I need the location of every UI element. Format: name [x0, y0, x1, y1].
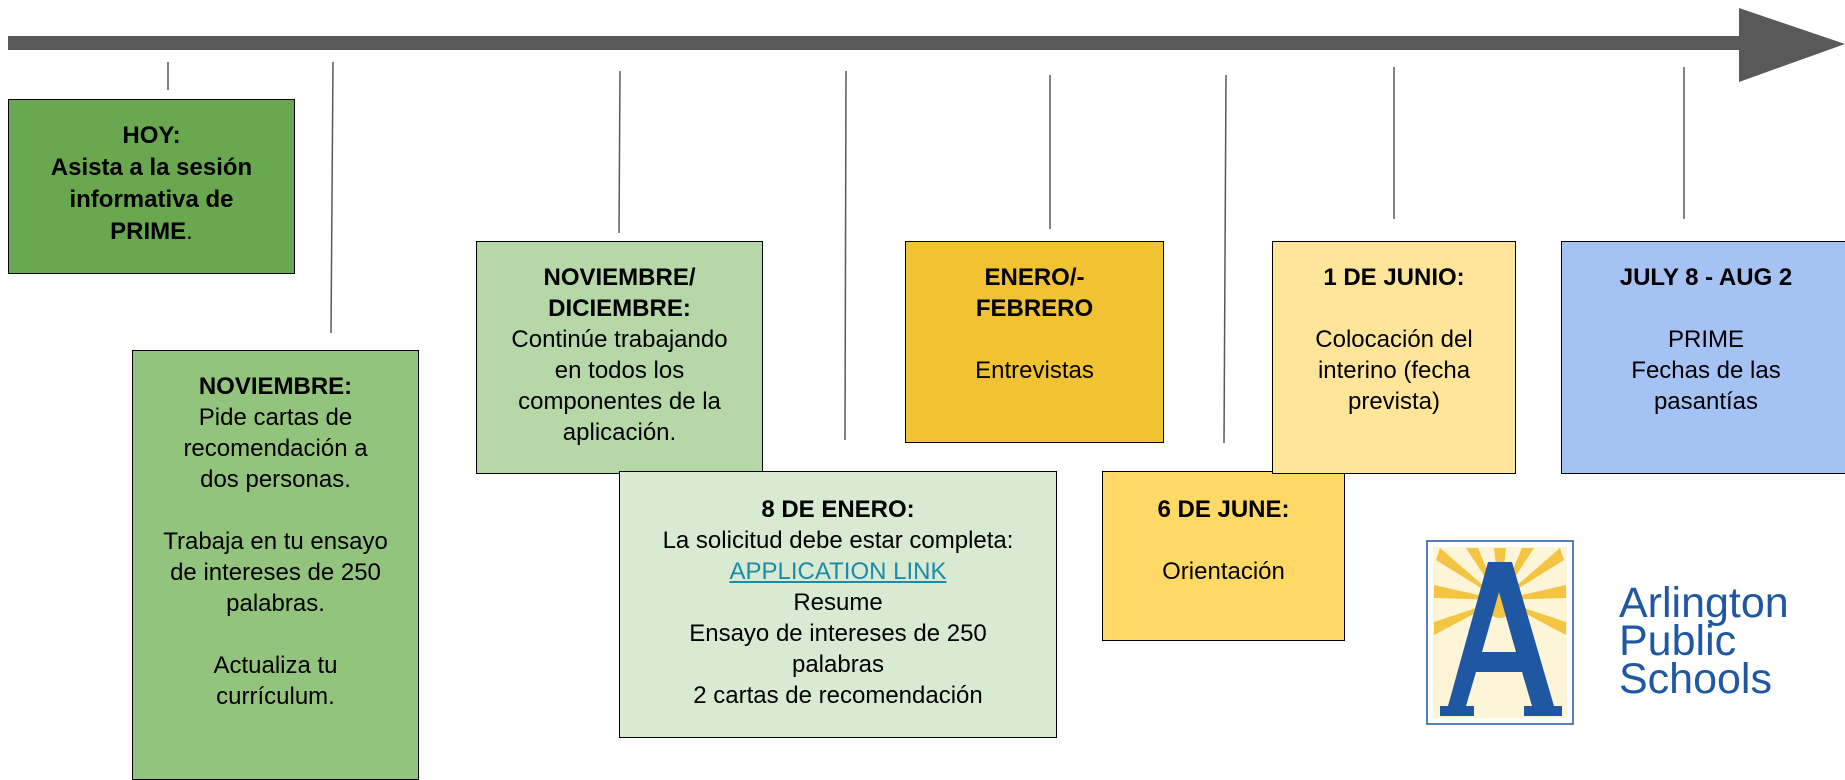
nov-dic-line-4: aplicación.	[562, 419, 677, 446]
timeline-box-june-6: 6 DE JUNE: Orientación	[1102, 471, 1345, 641]
nov-dic-line-3: componentes de la	[518, 388, 721, 415]
nov-dic-title-1: NOVIEMBRE/	[543, 264, 696, 291]
noviembre-line-c2: currículum.	[216, 683, 335, 710]
enero-feb-title-1: ENERO/-	[984, 264, 1085, 291]
noviembre-line-a1: Pide cartas de	[198, 404, 353, 431]
connector-nov-dic	[618, 70, 621, 234]
july-title: JULY 8 - AUG 2	[1619, 264, 1793, 291]
hoy-line-1: Asista a la sesión	[50, 154, 253, 181]
noviembre-line-a2: recomendación a	[183, 435, 368, 462]
hoy-line-3-bold: PRIME	[110, 218, 187, 245]
timeline-box-noviembre: NOVIEMBRE: Pide cartas de recomendación …	[132, 350, 419, 780]
noviembre-line-b1: Trabaja en tu ensayo	[163, 528, 388, 555]
logo-line-2: Public	[1619, 617, 1737, 665]
logo-wordmark: Arlington Public Schools	[1619, 579, 1789, 703]
enero-feb-title-2: FEBRERO	[975, 295, 1094, 322]
timeline-arrow-head	[1739, 8, 1845, 82]
letter-a-sun-emblem-icon	[1426, 540, 1574, 725]
enero-8-line-5: palabras	[791, 651, 885, 678]
junio-1-line-2: interino (fecha	[1317, 357, 1471, 384]
noviembre-line-a3: dos personas.	[200, 466, 351, 493]
enero-8-line-1: La solicitud debe estar completa:	[662, 527, 1014, 554]
application-link[interactable]: APPLICATION LINK	[729, 558, 947, 585]
timeline-box-enero-8: 8 DE ENERO: La solicitud debe estar comp…	[619, 471, 1057, 738]
junio-1-line-1: Colocación del	[1315, 326, 1473, 353]
july-line-2: Fechas de las	[1631, 357, 1781, 384]
timeline-box-july: JULY 8 - AUG 2 PRIME Fechas de las pasan…	[1561, 241, 1845, 474]
noviembre-line-c1: Actualiza tu	[213, 652, 338, 679]
hoy-line-2: informativa de	[69, 186, 234, 213]
noviembre-title: NOVIEMBRE:	[198, 373, 353, 400]
logo-line-1: Arlington	[1619, 579, 1789, 627]
arlington-public-schools-logo: Arlington Public Schools	[1426, 540, 1826, 725]
timeline-box-enero-feb: ENERO/- FEBRERO Entrevistas	[905, 241, 1164, 443]
junio-1-title: 1 DE JUNIO:	[1323, 264, 1465, 291]
july-line-1: PRIME	[1667, 326, 1744, 353]
connector-noviembre	[330, 61, 334, 334]
timeline-box-nov-dic: NOVIEMBRE/ DICIEMBRE: Continúe trabajand…	[476, 241, 763, 474]
enero-8-line-4: Ensayo de intereses de 250	[689, 620, 987, 647]
june-6-body: Orientación	[1162, 558, 1285, 585]
enero-8-line-3: Resume	[793, 589, 883, 616]
noviembre-line-b2: de intereses de 250	[170, 559, 381, 586]
nov-dic-line-2: en todos los	[554, 357, 685, 384]
timeline-box-junio-1: 1 DE JUNIO: Colocación del interino (fec…	[1272, 241, 1516, 474]
timeline-arrow-shaft	[8, 36, 1750, 50]
hoy-title: HOY:	[122, 122, 181, 149]
noviembre-line-b3: palabras.	[226, 590, 325, 617]
connector-june-6	[1223, 74, 1227, 444]
nov-dic-line-1: Continúe trabajando	[511, 326, 728, 353]
hoy-line-3-rest: .	[186, 218, 193, 245]
timeline-box-hoy: HOY: Asista a la sesión informativa de P…	[8, 99, 295, 274]
junio-1-line-3: prevista)	[1347, 388, 1441, 415]
logo-line-3: Schools	[1619, 655, 1772, 703]
july-line-3: pasantías	[1653, 388, 1759, 415]
connector-enero-8	[844, 70, 847, 441]
enero-8-line-6: 2 cartas de recomendación	[693, 682, 983, 709]
nov-dic-title-2: DICIEMBRE:	[548, 295, 691, 322]
june-6-title: 6 DE JUNE:	[1157, 496, 1290, 523]
enero-8-title: 8 DE ENERO:	[761, 496, 915, 523]
enero-feb-body: Entrevistas	[975, 357, 1094, 384]
